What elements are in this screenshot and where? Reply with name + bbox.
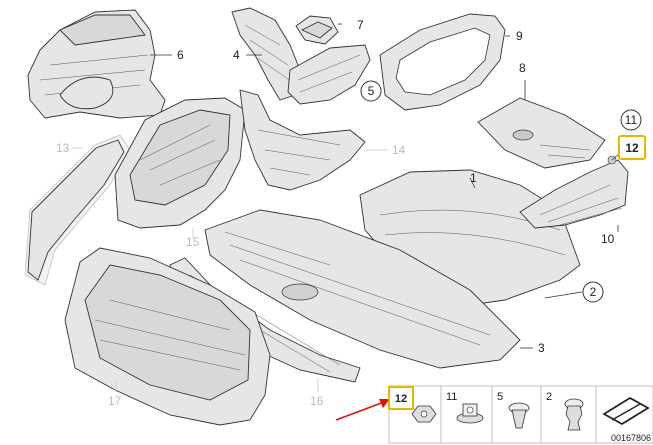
callout-17: 17 (108, 394, 122, 408)
callout-13: 13 (56, 141, 70, 155)
legend-label-12: 12 (395, 393, 407, 405)
part-15-rear-side-panel[interactable] (114, 97, 246, 229)
part-6-wheel-arch-panel[interactable] (27, 9, 166, 119)
document-number: 00167806 (611, 433, 651, 443)
plastic-rivet-icon (508, 402, 530, 429)
legend-item-11[interactable]: 11 (446, 391, 484, 424)
part-13-side-trim[interactable] (24, 134, 131, 286)
callout-3: 3 (538, 341, 545, 355)
part-14-trim-piece[interactable] (239, 89, 366, 191)
legend-item-5[interactable]: 5 (497, 391, 530, 429)
callout-12-highlighted: 12 (618, 135, 646, 160)
callout-11-circled: 11 (620, 109, 642, 131)
part-10-tunnel-cover[interactable] (519, 155, 629, 229)
nut-icon (411, 405, 437, 423)
callout-14: 14 (392, 143, 406, 157)
callout-2-circled: 2 (582, 281, 604, 303)
legend-label-5: 5 (497, 391, 503, 403)
callout-4: 4 (233, 48, 240, 62)
callout-11: 11 (625, 113, 638, 127)
legend-strip: 12 11 5 2 (388, 385, 653, 444)
part-7-cover-cap[interactable] (295, 15, 339, 45)
callout-10: 10 (601, 232, 615, 246)
legend-label-2: 2 (546, 391, 552, 403)
callout-1: 1 (470, 171, 477, 185)
callout-6: 6 (177, 48, 184, 62)
legend-item-1[interactable] (602, 396, 650, 426)
part-5-insulation-pad[interactable] (287, 44, 371, 105)
floor-mat-symbol-icon (602, 396, 650, 426)
part-9-trunk-frame[interactable] (379, 13, 506, 111)
callout-5: 5 (368, 84, 375, 98)
callout-12: 12 (625, 141, 639, 155)
red-pointer-arrow (335, 399, 390, 421)
part-3-floor-pan[interactable] (204, 209, 521, 369)
washer-nut-icon (456, 403, 484, 424)
callout-2: 2 (590, 285, 597, 299)
callout-7: 7 (357, 18, 364, 32)
legend-item-2[interactable]: 2 (546, 391, 584, 431)
callout-5-circled: 5 (360, 80, 382, 102)
legend-label-11: 11 (446, 391, 457, 403)
part-8-floor-tray[interactable] (477, 97, 606, 169)
expanding-rivet-icon (564, 398, 584, 431)
callout-16: 16 (310, 394, 324, 408)
callout-8: 8 (519, 61, 526, 75)
legend-item-12[interactable]: 12 (388, 386, 437, 423)
callout-15: 15 (186, 235, 200, 249)
callout-9: 9 (516, 29, 523, 43)
